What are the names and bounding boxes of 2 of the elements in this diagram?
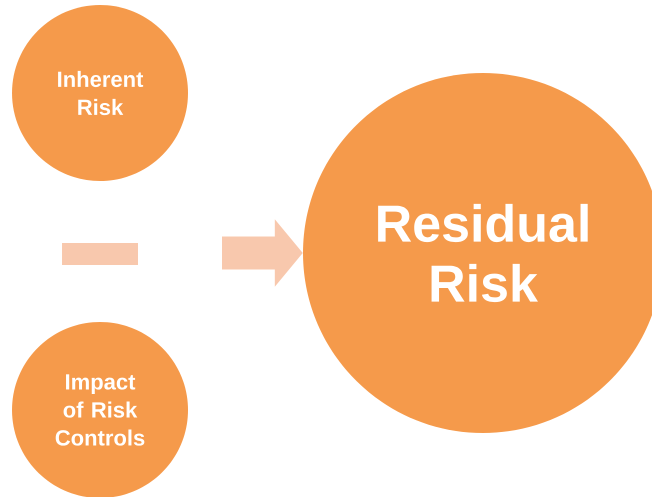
minus-sign [62, 243, 138, 265]
circle-node: Inherent Risk [12, 5, 188, 181]
